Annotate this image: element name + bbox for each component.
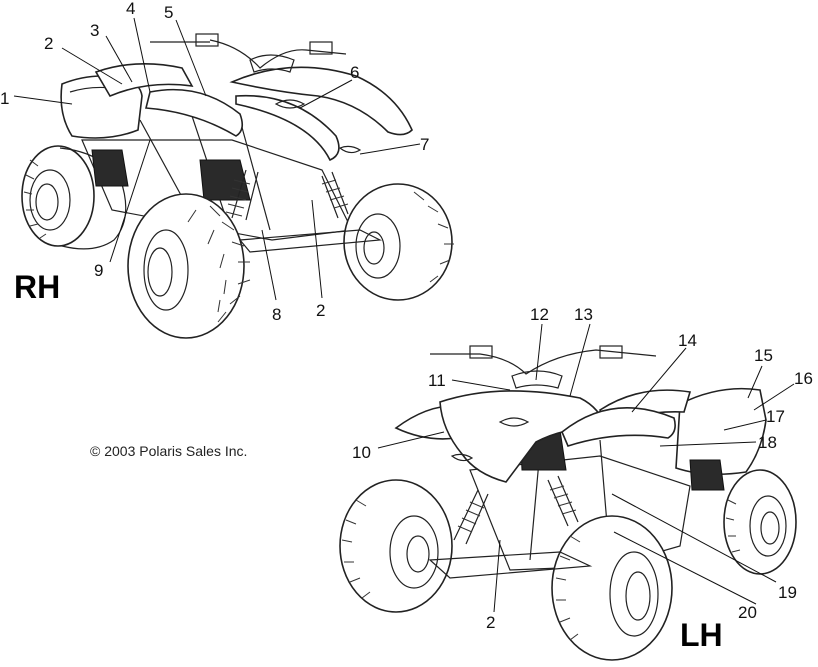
rh-view-label: RH	[14, 269, 60, 305]
rh-callout: 2	[316, 301, 325, 320]
lh-callout: 13	[574, 305, 593, 324]
rh-callout: 5	[164, 3, 173, 22]
lh-shocks	[453, 475, 579, 545]
lh-view-label: LH	[680, 617, 723, 653]
lh-front-near-wheel	[551, 515, 673, 661]
rh-callout: 4	[126, 0, 135, 18]
atv-right-side-view	[21, 33, 454, 339]
rh-handlebars	[150, 33, 347, 73]
copyright-notice: © 2003 Polaris Sales Inc.	[90, 443, 247, 459]
lh-callout: 14	[678, 331, 697, 350]
lh-callout: 11	[428, 371, 446, 390]
lh-callout: 2	[486, 613, 495, 632]
rh-callout: 1	[0, 89, 9, 108]
atv-left-side-view	[339, 345, 797, 661]
rh-a-arm	[238, 229, 383, 253]
rh-leader-lines	[13, 17, 421, 301]
rh-front-near-wheel	[127, 193, 251, 339]
lh-front-far-wheel	[339, 479, 453, 613]
rh-callout: 9	[94, 261, 103, 280]
rh-rear-wheel	[21, 145, 127, 250]
rh-front-fenders	[144, 66, 413, 162]
lh-callout: 12	[530, 305, 549, 324]
lh-handlebars	[430, 345, 657, 389]
lh-seat-fender	[599, 387, 767, 491]
lh-rear-wheel	[723, 469, 797, 575]
rh-seat-fender	[60, 63, 194, 139]
rh-callout: 3	[90, 21, 99, 40]
lh-callout-labels: 12 13 14 11 15 16 17 10 18 19 20 2	[352, 305, 813, 632]
rh-callout: 2	[44, 34, 53, 53]
rh-callout: 7	[420, 135, 429, 154]
lh-callout: 20	[738, 603, 757, 622]
rh-shocks	[225, 169, 349, 221]
rh-callout-labels: 1 2 3 4 5 6 7 8 2 9	[0, 0, 429, 324]
lh-callout: 15	[754, 346, 773, 365]
lh-callout: 17	[766, 407, 785, 426]
lh-callout: 18	[758, 433, 777, 452]
lh-front-fenders	[394, 390, 676, 483]
lh-callout: 19	[778, 583, 797, 602]
lh-callout: 16	[794, 369, 813, 388]
lh-a-arm	[428, 551, 593, 579]
rh-callout: 6	[350, 63, 359, 82]
lh-callout: 10	[352, 443, 371, 462]
rh-front-far-wheel	[343, 183, 454, 301]
rh-callout: 8	[272, 305, 281, 324]
lh-leader-lines	[377, 323, 795, 613]
